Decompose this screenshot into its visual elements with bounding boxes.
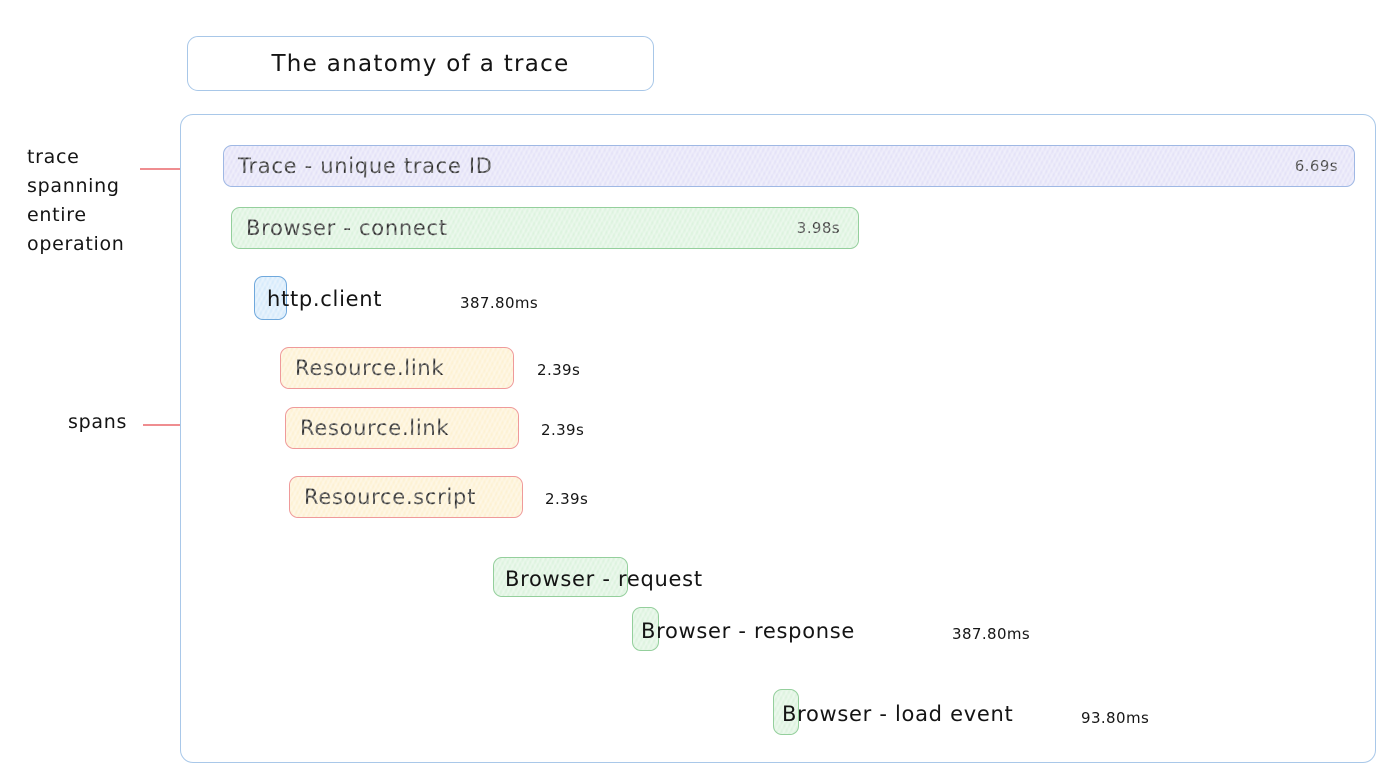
span-trace[interactable]: Trace - unique trace ID 6.69s bbox=[223, 145, 1355, 187]
span-trace-duration: 6.69s bbox=[1294, 157, 1338, 175]
page-title: The anatomy of a trace bbox=[271, 50, 570, 77]
span-browser-connect-duration: 3.98s bbox=[796, 219, 840, 237]
span-resource-link-2-duration: 2.39s bbox=[541, 421, 585, 439]
span-http-client-label: http.client bbox=[267, 287, 383, 311]
trace-annotation-label: trace spanning entire operation bbox=[27, 146, 125, 255]
span-browser-connect-label: Browser - connect bbox=[246, 215, 448, 240]
span-resource-link-2[interactable]: Resource.link bbox=[285, 407, 519, 449]
span-browser-request-label: Browser - request bbox=[505, 567, 703, 591]
span-resource-script-duration: 2.39s bbox=[545, 490, 589, 508]
trace-container: Trace - unique trace ID 6.69s Browser - … bbox=[180, 114, 1376, 763]
spans-annotation-label: spans bbox=[68, 411, 128, 433]
span-resource-script-label: Resource.script bbox=[304, 484, 476, 509]
span-resource-script[interactable]: Resource.script bbox=[289, 476, 523, 518]
span-browser-load-event[interactable] bbox=[773, 689, 799, 735]
span-resource-link-2-label: Resource.link bbox=[300, 415, 450, 440]
span-browser-response-label: Browser - response bbox=[641, 619, 856, 643]
span-trace-label: Trace - unique trace ID bbox=[238, 153, 493, 178]
span-browser-load-event-duration: 93.80ms bbox=[1081, 709, 1150, 727]
span-browser-load-event-label: Browser - load event bbox=[782, 702, 1014, 726]
span-browser-request[interactable] bbox=[493, 557, 628, 597]
span-browser-connect[interactable]: Browser - connect 3.98s bbox=[231, 207, 859, 249]
span-http-client[interactable] bbox=[254, 276, 287, 320]
span-resource-link-1-duration: 2.39s bbox=[537, 361, 581, 379]
span-http-client-duration: 387.80ms bbox=[460, 294, 539, 312]
span-resource-link-1-label: Resource.link bbox=[295, 355, 445, 380]
span-resource-link-1[interactable]: Resource.link bbox=[280, 347, 514, 389]
span-browser-response-duration: 387.80ms bbox=[952, 625, 1031, 643]
trace-annotation-leader bbox=[140, 168, 202, 170]
span-browser-response[interactable] bbox=[632, 607, 659, 651]
title-box: The anatomy of a trace bbox=[187, 36, 654, 91]
